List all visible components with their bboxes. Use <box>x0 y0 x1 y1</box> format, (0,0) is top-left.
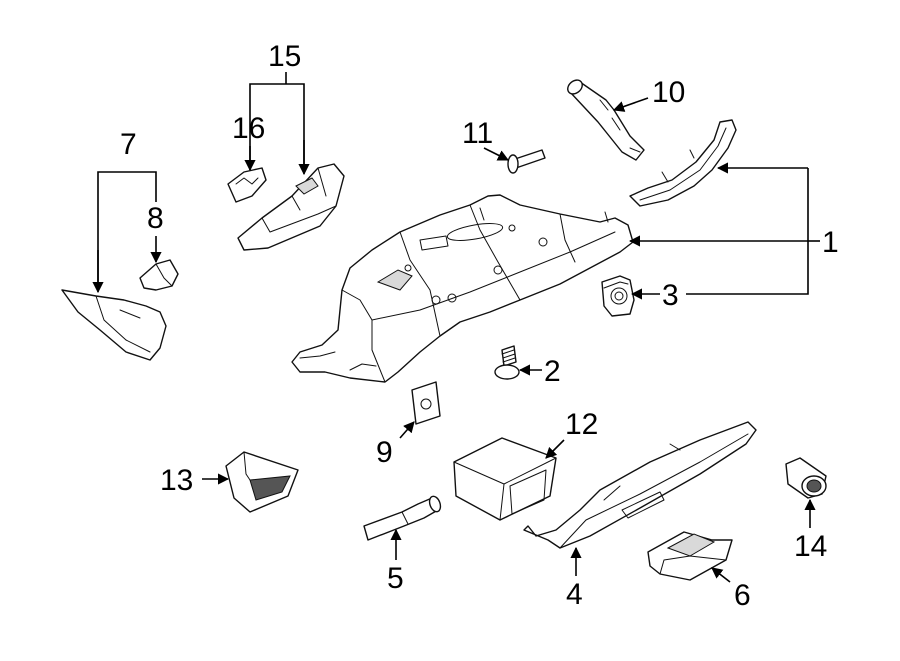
lock-cylinder <box>785 457 827 499</box>
screw <box>507 149 546 174</box>
callout-3: 3 <box>662 279 679 312</box>
bolt <box>494 345 520 380</box>
callout-15: 15 <box>268 40 301 73</box>
callout-6: 6 <box>734 579 751 612</box>
callout-5: 5 <box>387 562 404 595</box>
glove-box-door <box>523 421 757 549</box>
glove-box-housing <box>291 194 634 383</box>
glove-box-trim-strip <box>629 119 737 207</box>
clip <box>411 381 441 425</box>
callout-7: 7 <box>120 128 137 161</box>
callout-9: 9 <box>376 436 393 469</box>
callout-1: 1 <box>822 226 839 259</box>
callout-labels: 1 2 3 4 5 6 7 8 9 10 11 12 13 14 15 16 <box>120 40 839 612</box>
retainer-clip <box>139 259 179 291</box>
lamp-housing <box>237 163 345 251</box>
storage-box <box>453 437 557 521</box>
hinge-rod <box>363 495 442 541</box>
leader-lines <box>92 72 820 583</box>
callout-4: 4 <box>566 578 583 611</box>
callout-8: 8 <box>147 202 164 235</box>
door-latch <box>647 531 733 581</box>
callout-2: 2 <box>544 355 561 388</box>
damper <box>567 79 645 161</box>
callout-16: 16 <box>232 112 265 145</box>
storage-bin <box>225 451 299 513</box>
callout-14: 14 <box>794 530 827 563</box>
callout-13: 13 <box>160 464 193 497</box>
callout-10: 10 <box>652 76 685 109</box>
callout-12: 12 <box>565 408 598 441</box>
lock-housing <box>601 275 635 317</box>
bulb <box>227 167 267 203</box>
callout-11: 11 <box>462 117 493 150</box>
side-cover <box>61 289 167 361</box>
